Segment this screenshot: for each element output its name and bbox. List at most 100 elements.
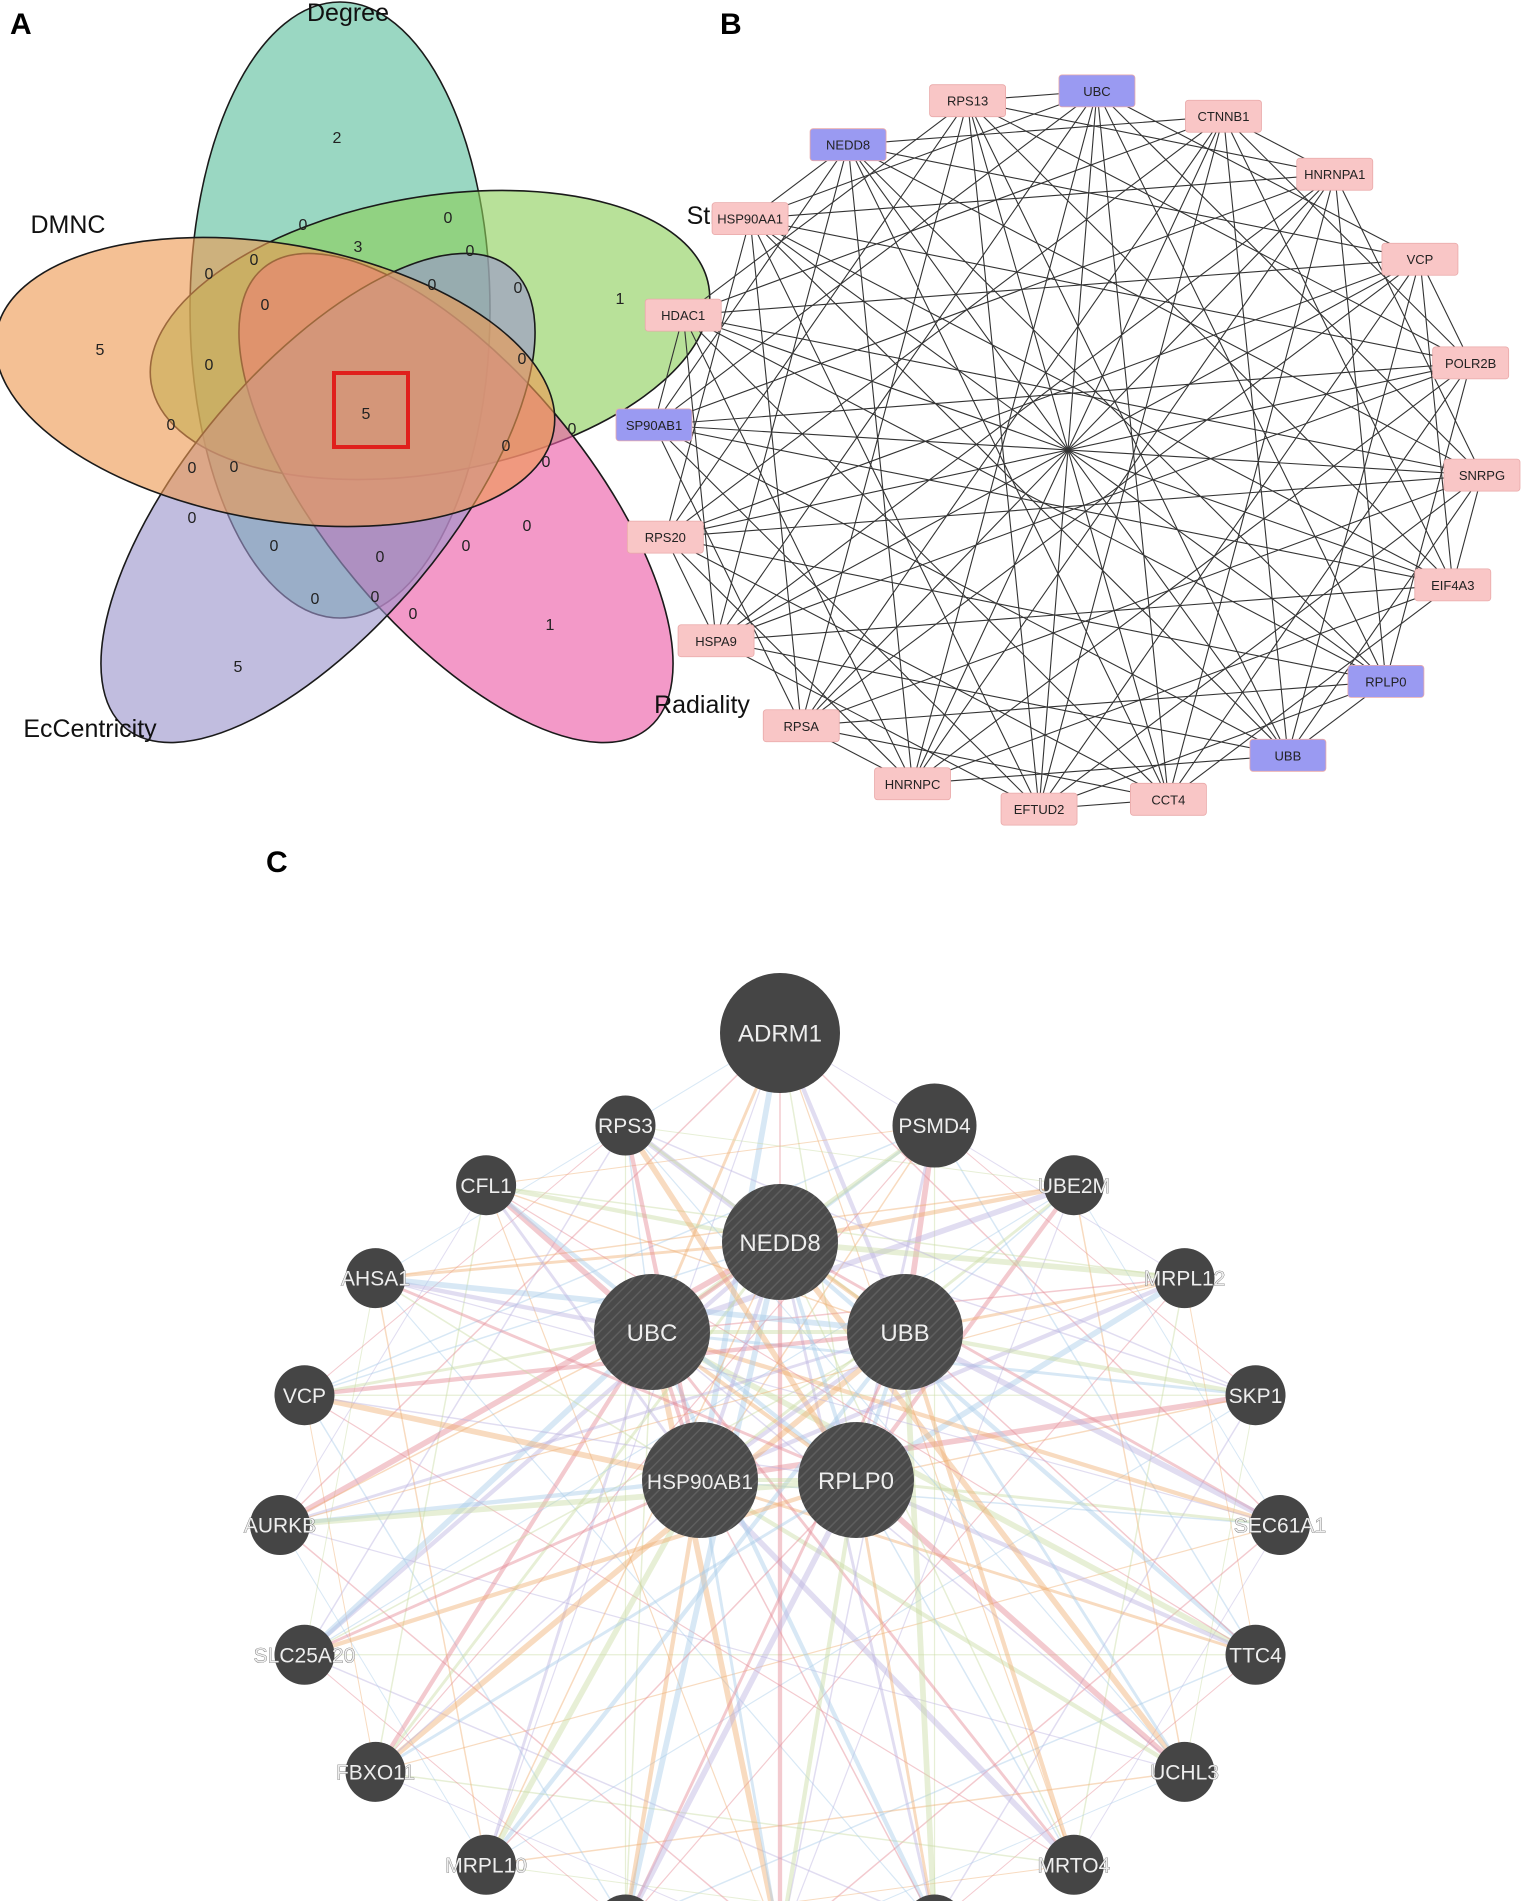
network-b-node[interactable]: HDAC1 (644, 298, 722, 332)
network-c-ring-node[interactable]: SKP1 (1225, 1365, 1286, 1426)
network-b-edge (1419, 258, 1472, 364)
network-c-ring-node[interactable]: SEC61A1 (1234, 1495, 1326, 1555)
network-b-edge (1168, 584, 1454, 800)
venn-count: 5 (362, 406, 371, 423)
network-b-edge (912, 584, 1453, 785)
network-b-node[interactable]: VCP (1381, 242, 1459, 276)
network-b-node[interactable]: RPSA (762, 709, 840, 743)
network-b-edge (665, 536, 1169, 800)
network-b-node[interactable]: HSPA9 (677, 624, 755, 658)
network-b-node-box (644, 298, 722, 332)
network-c-ring-node[interactable]: ADRM1 (720, 973, 840, 1093)
network-c-edge (699, 1479, 923, 1901)
network-b-node-label: CCT4 (1151, 792, 1185, 807)
network-c-ring-node[interactable]: CFL1 (456, 1155, 517, 1216)
network-c-ring-node[interactable]: SUGT1 (590, 1894, 660, 1901)
venn-counts: 2 1 1 5 5 0 3 0 0 0 0 0 0 0 0 0 0 0 0 0 … (96, 130, 625, 676)
network-c-ring-node[interactable]: PSMD4 (892, 1083, 977, 1168)
network-b-edge (1038, 680, 1387, 810)
network-c-hub-node[interactable]: UBC (594, 1274, 710, 1390)
network-c-ring-node[interactable]: UBE2M (1037, 1155, 1110, 1216)
network-b-node[interactable]: CTNNB1 (1185, 99, 1262, 133)
network-b-edge (848, 115, 1224, 146)
network-c-ring-node[interactable]: MRPL10 (445, 1834, 527, 1895)
network-b-edge (682, 100, 968, 316)
network-c-hub-node[interactable]: UBB (847, 1274, 963, 1390)
network-c-edge (279, 1524, 487, 1866)
network-c-edge (779, 1239, 1185, 1281)
network-c-edge (485, 1241, 781, 1866)
network-c-node-label: SLC25A20 (254, 1644, 356, 1667)
network-b-edge (653, 424, 1453, 586)
network-b-node[interactable]: UBC (1058, 74, 1136, 108)
network-c-edge (649, 1331, 774, 1901)
network-b-node[interactable]: HNRNPC (874, 767, 951, 801)
network-b-node-box (809, 128, 887, 162)
network-c-ring-node[interactable]: AHSA1 (341, 1248, 410, 1309)
venn-count: 5 (234, 659, 243, 676)
network-c-ring-node[interactable]: MRPL12 (1143, 1248, 1226, 1309)
network-b-node[interactable]: SP90AB1 (615, 408, 693, 442)
venn-count: 0 (167, 417, 176, 434)
network-c-hub-node[interactable]: HSP90AB1 (642, 1422, 758, 1538)
panel-letter-a: A (10, 8, 32, 41)
network-c-edge (279, 1184, 487, 1526)
network-c-edge (855, 1479, 1075, 1866)
network-b-node[interactable]: EFTUD2 (1000, 792, 1078, 826)
network-c-hub-node[interactable]: NEDD8 (722, 1184, 838, 1300)
network-b-node[interactable]: UBB (1249, 738, 1327, 772)
panel-letter-c: C (266, 846, 288, 879)
network-c-ring-node[interactable]: VCP (274, 1365, 335, 1426)
network-b-node[interactable]: RPLP0 (1347, 665, 1425, 698)
network-b-node[interactable]: EIF4A3 (1414, 568, 1492, 602)
network-c-edge (304, 1654, 882, 1901)
network-b-node[interactable]: HNRNPA1 (1296, 157, 1374, 191)
network-b-edge (1287, 259, 1421, 756)
network-b-node-label: HDAC1 (661, 308, 705, 323)
network-c-edge (855, 1478, 1281, 1527)
venn-count: 0 (371, 589, 380, 606)
network-b-node[interactable]: POLR2B (1432, 346, 1510, 380)
network-b-node[interactable]: SNRPG (1443, 458, 1521, 492)
network-c-node-circle (892, 1083, 977, 1168)
network-c-node-label: TTC4 (1229, 1644, 1282, 1667)
venn-diagram: A Degree Stress Radiality EcCentricity D… (0, 0, 757, 744)
network-b-edge (847, 144, 1289, 756)
network-b-node[interactable]: RPS20 (626, 520, 704, 554)
venn-count: 0 (188, 510, 197, 527)
set-label-eccentricity: EcCentricity (23, 715, 157, 743)
network-c-edge (303, 1395, 376, 1772)
venn-count: 0 (311, 591, 320, 608)
network-c-ring-node[interactable]: AURKB (244, 1495, 316, 1555)
network-c-edge (625, 1125, 1074, 1186)
network-c-ring-node[interactable]: TTC4 (1225, 1624, 1286, 1685)
network-b-edge (800, 100, 969, 726)
network-c-ring-node[interactable]: FBXO11 (336, 1741, 415, 1802)
network-c-ring-node[interactable]: SENP8 (900, 1894, 969, 1901)
network-c-node-label: VCP (283, 1385, 326, 1408)
network-c-hub-node[interactable]: RPLP0 (798, 1422, 914, 1538)
network-c-edge (779, 1241, 1256, 1396)
network-b-edge (800, 258, 1421, 727)
network-b-edge (1096, 90, 1169, 800)
network-c-ring-node[interactable]: MRTO4 (1037, 1834, 1111, 1895)
network-b-node[interactable]: CCT4 (1129, 782, 1207, 816)
network-b-node[interactable]: HSP90AA1 (711, 202, 789, 235)
network-c-ring-node[interactable]: RPS3 (595, 1095, 656, 1156)
network-c-edge (485, 1184, 1256, 1656)
network-c-edge (651, 1331, 1185, 1773)
network-b-edge (664, 536, 717, 642)
network-c-edge (855, 1394, 1256, 1481)
network-b-node[interactable]: RPS13 (929, 84, 1007, 118)
network-c-ring-node[interactable]: SLC25A20 (253, 1624, 356, 1685)
network-c-edge (650, 1329, 1257, 1658)
network-b-node[interactable]: NEDD8 (809, 128, 887, 162)
network-c-edge (483, 1478, 703, 1867)
network-b-node-label: VCP (1407, 252, 1434, 267)
network-c-edge (1184, 1395, 1257, 1772)
network-c-ring-node[interactable]: UCHL3 (1150, 1741, 1219, 1802)
network-b-edge (682, 314, 1387, 682)
network-b-node-label: CTNNB1 (1197, 109, 1249, 124)
network-b-node-label: HSP90AA1 (717, 212, 783, 227)
